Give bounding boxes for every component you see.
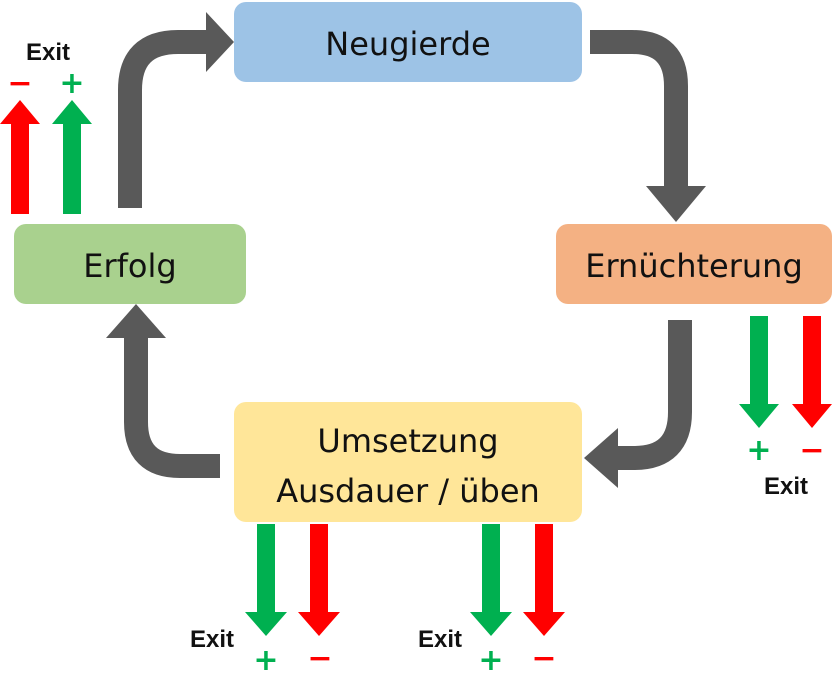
node-erfolg-label: Erfolg	[83, 247, 176, 285]
exit-minus-sign: −	[799, 433, 824, 468]
arrow-ernuechterung-to-umsetzung	[616, 320, 692, 470]
exit-group-erfolg: Exit − +	[0, 39, 92, 214]
exit-arrow-down-green	[470, 524, 512, 636]
node-umsetzung-box	[234, 402, 582, 522]
exit-arrow-down-red	[298, 524, 340, 636]
exit-label: Exit	[190, 626, 234, 653]
exit-arrow-down-red	[523, 524, 565, 636]
arrow-umsetzung-to-erfolg	[124, 336, 220, 478]
exit-plus-sign: +	[478, 643, 503, 676]
arrowhead-to-umsetzung	[584, 428, 618, 488]
node-umsetzung-line2: Ausdauer / üben	[276, 472, 540, 510]
node-neugierde-label: Neugierde	[325, 25, 490, 63]
exit-plus-sign: +	[746, 433, 771, 468]
node-erfolg-box	[14, 224, 246, 304]
node-ernuechterung: Ernüchterung	[556, 224, 832, 304]
arrowhead-to-neugierde	[206, 12, 234, 72]
exit-arrow-up-green	[52, 100, 92, 214]
node-erfolg: Erfolg	[14, 224, 246, 304]
exit-minus-sign: −	[531, 641, 556, 676]
exit-label: Exit	[764, 473, 808, 500]
exit-minus-sign: −	[307, 641, 332, 676]
node-ernuechterung-box	[556, 224, 832, 304]
exit-plus-sign: +	[253, 643, 278, 676]
arrow-neugierde-to-ernuechterung	[590, 30, 688, 186]
cycle-arrowheads	[106, 12, 706, 488]
node-ernuechterung-label: Ernüchterung	[585, 247, 803, 285]
exit-arrow-down-green	[739, 316, 779, 428]
exit-label: Exit	[26, 39, 70, 66]
exit-arrow-up-red	[0, 100, 40, 214]
exit-minus-sign: −	[7, 66, 32, 101]
exit-plus-sign: +	[59, 66, 84, 101]
exit-group-umsetzung-right: Exit + −	[418, 524, 565, 676]
node-neugierde-box	[234, 2, 582, 82]
exit-arrow-down-green	[245, 524, 287, 636]
exit-label: Exit	[418, 626, 462, 653]
node-neugierde: Neugierde	[234, 2, 582, 82]
arrowhead-to-erfolg	[106, 304, 166, 338]
exit-arrow-down-red	[792, 316, 832, 428]
node-umsetzung-line1: Umsetzung	[317, 422, 498, 460]
cycle-arrows	[118, 30, 692, 478]
node-umsetzung: Umsetzung Ausdauer / üben	[234, 402, 582, 522]
exit-group-umsetzung-left: Exit + −	[190, 524, 340, 676]
arrow-erfolg-to-neugierde	[118, 30, 208, 208]
exit-group-ernuechterung: + − Exit	[739, 316, 832, 500]
arrowhead-to-ernuechterung	[646, 186, 706, 222]
